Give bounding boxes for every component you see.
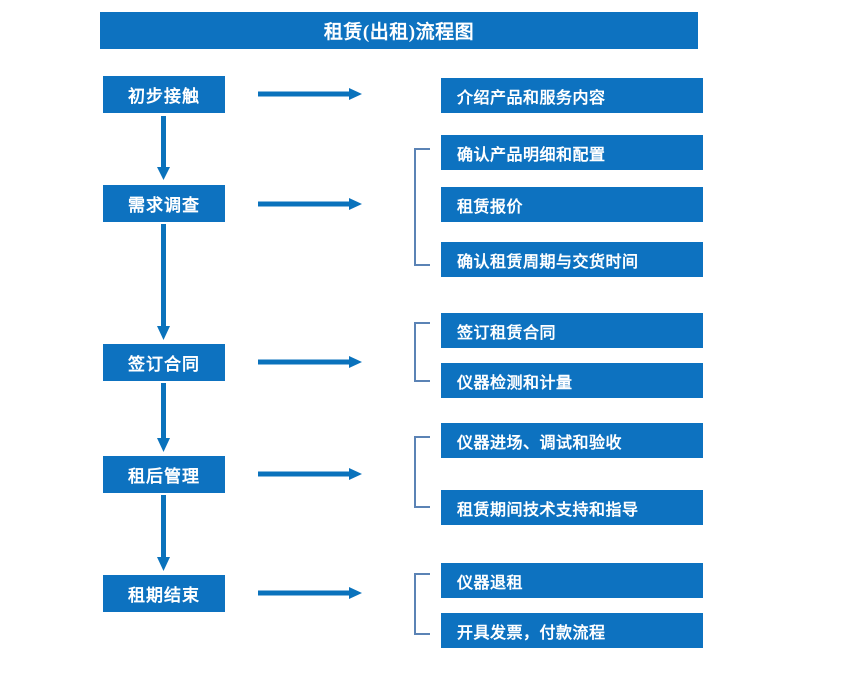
arrow-right-icon-4 xyxy=(258,466,363,482)
arrow-right-icon-1 xyxy=(258,86,363,102)
stage-box-2[interactable]: 需求调查 xyxy=(103,185,225,222)
chart-title: 租赁(出租)流程图 xyxy=(100,12,698,49)
detail-box-10[interactable]: 开具发票，付款流程 xyxy=(441,613,703,648)
bracket-icon-group-2 xyxy=(414,148,430,266)
detail-box-8[interactable]: 租赁期间技术支持和指导 xyxy=(441,490,703,525)
bracket-icon-group-4 xyxy=(414,436,430,508)
bracket-icon-group-3 xyxy=(414,322,430,382)
arrow-right-icon-5 xyxy=(258,585,363,601)
arrow-down-icon-1 xyxy=(155,116,172,182)
detail-box-9[interactable]: 仪器退租 xyxy=(441,563,703,598)
detail-box-6[interactable]: 仪器检测和计量 xyxy=(441,363,703,398)
detail-box-7[interactable]: 仪器进场、调试和验收 xyxy=(441,423,703,458)
stage-box-5[interactable]: 租期结束 xyxy=(103,575,225,612)
bracket-icon-group-5 xyxy=(414,573,430,635)
stage-box-4[interactable]: 租后管理 xyxy=(103,456,225,493)
detail-box-2[interactable]: 确认产品明细和配置 xyxy=(441,135,703,170)
detail-box-4[interactable]: 确认租赁周期与交货时间 xyxy=(441,242,703,277)
detail-box-1[interactable]: 介绍产品和服务内容 xyxy=(441,78,703,113)
arrow-right-icon-3 xyxy=(258,354,363,370)
arrow-right-icon-2 xyxy=(258,196,363,212)
arrow-down-icon-3 xyxy=(155,383,172,454)
stage-box-3[interactable]: 签订合同 xyxy=(103,344,225,381)
arrow-down-icon-4 xyxy=(155,495,172,573)
arrow-down-icon-2 xyxy=(155,224,172,342)
detail-box-3[interactable]: 租赁报价 xyxy=(441,187,703,222)
stage-box-1[interactable]: 初步接触 xyxy=(103,76,225,113)
detail-box-5[interactable]: 签订租赁合同 xyxy=(441,313,703,348)
